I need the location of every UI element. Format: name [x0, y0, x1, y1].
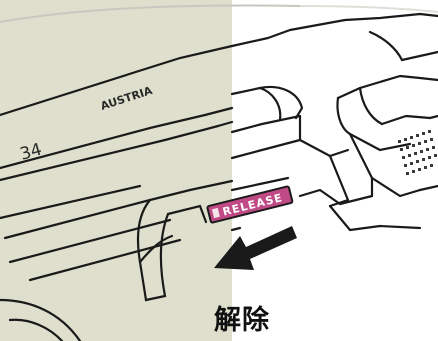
release-direction-arrow: [214, 226, 297, 270]
grip-texture: [398, 130, 437, 175]
frame-outline: [0, 44, 234, 341]
slide-outline: [188, 12, 438, 232]
release-caption: 解除: [214, 305, 270, 336]
